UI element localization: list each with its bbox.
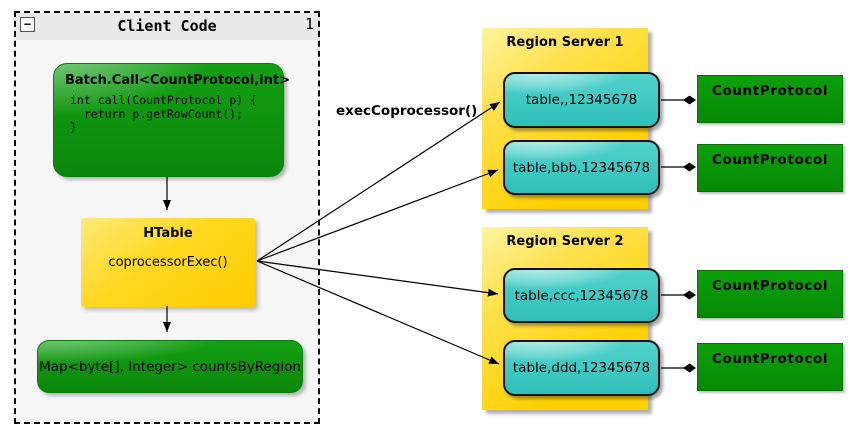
table-region-label: table,bbb,12345678: [512, 159, 651, 176]
client-code-group[interactable]: − Client Code 1 Batch.Call<CountProtocol…: [14, 11, 320, 424]
batch-call-code: int call(CountProtocol p) { return p.get…: [70, 93, 257, 134]
count-protocol-label: CountProtocol: [711, 152, 829, 168]
count-protocol-label: CountProtocol: [711, 83, 829, 99]
client-code-titlebar: − Client Code 1: [16, 13, 318, 40]
count-protocol-node[interactable]: CountProtocol: [697, 270, 843, 318]
table-region-node[interactable]: table,bbb,12345678: [503, 140, 660, 195]
region-server-2-title: Region Server 2: [506, 234, 624, 249]
table-region-label: table,,12345678: [525, 92, 638, 108]
region-server-1-node[interactable]: Region Server 1 table,,12345678 table,bb…: [482, 28, 660, 209]
htable-title: HTable: [143, 226, 193, 241]
exec-coprocessor-edge-label: execCoprocessor(): [336, 103, 478, 119]
table-region-node[interactable]: table,ddd,12345678: [503, 340, 660, 396]
count-protocol-node[interactable]: CountProtocol: [697, 343, 843, 391]
table-region-node[interactable]: table,ccc,12345678: [503, 268, 660, 323]
table-region-label: table,ddd,12345678: [512, 360, 651, 376]
region-server-1-title: Region Server 1: [506, 35, 624, 50]
count-protocol-label: CountProtocol: [711, 278, 829, 294]
map-node[interactable]: Map<byte[], Integer> countsByRegion: [37, 340, 303, 393]
batch-call-title: Batch.Call<CountProtocol,int>: [65, 73, 290, 88]
table-region-label: table,ccc,12345678: [514, 287, 649, 304]
htable-method: coprocessorExec(): [108, 255, 228, 270]
table-region-node[interactable]: table,,12345678: [503, 72, 660, 128]
count-protocol-node[interactable]: CountProtocol: [697, 144, 843, 192]
frame-badge: 1: [304, 15, 314, 33]
client-code-title: Client Code: [117, 17, 217, 35]
region-server-2-node[interactable]: Region Server 2 table,ccc,12345678 table…: [482, 227, 660, 410]
count-protocol-label: CountProtocol: [711, 351, 829, 367]
map-node-label: Map<byte[], Integer> countsByRegion: [39, 358, 301, 375]
batch-call-node[interactable]: Batch.Call<CountProtocol,int> int call(C…: [53, 63, 290, 177]
collapse-icon[interactable]: −: [20, 17, 35, 32]
htable-node[interactable]: HTable coprocessorExec(): [81, 218, 255, 307]
count-protocol-node[interactable]: CountProtocol: [697, 75, 843, 123]
